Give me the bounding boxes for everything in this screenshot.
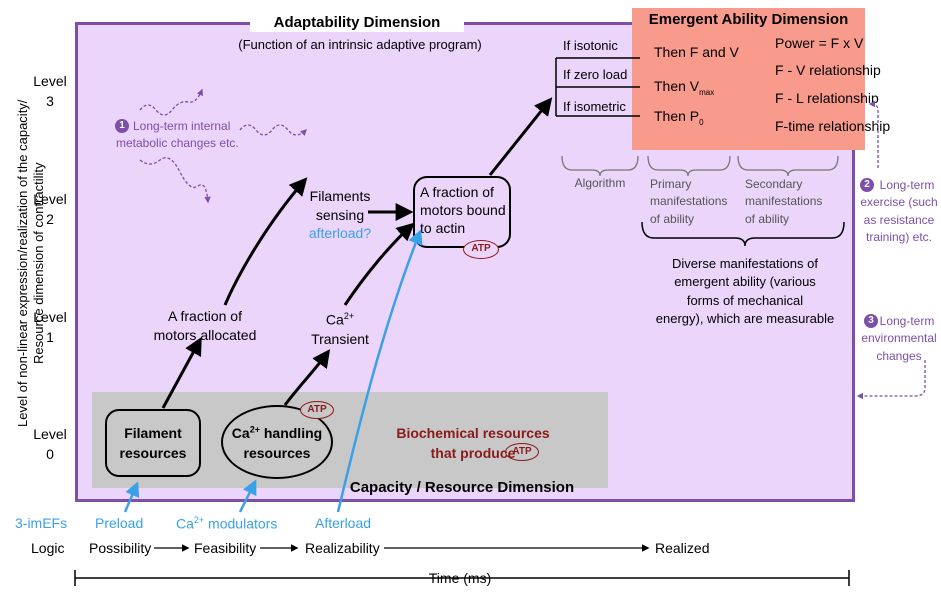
adaptation-2-number: 2 — [860, 178, 874, 192]
algorithm-branch — [555, 57, 640, 117]
arrow-filament-to-allocated — [161, 336, 202, 409]
arrow-transient-to-motors — [343, 222, 415, 306]
emergent-panel — [632, 8, 865, 150]
algorithm-bracket — [561, 155, 639, 177]
ca-modulators-label: Ca2+ modulators — [176, 515, 277, 532]
diverse-label: Diverse manifestations of emergent abili… — [655, 256, 835, 327]
imefs-label: 3-imEFs — [15, 515, 68, 531]
ca-handling-pre: Ca — [231, 425, 250, 441]
blue-arrow-afterload — [336, 229, 423, 513]
level-1: Level 1 — [33, 309, 67, 345]
ca-transient-post: Transient — [311, 330, 369, 347]
atp-badge-biochem: ATP — [505, 443, 539, 461]
then-v-text: Then V — [654, 78, 700, 94]
adaptation-1-text: Long-term internal metabolic changes etc… — [116, 119, 239, 151]
then-f-and-v: Then F and V — [654, 44, 739, 60]
emergent-fl: F - L relationship — [775, 90, 879, 106]
manifestations-bracket — [641, 221, 845, 247]
level-3: Level 3 — [33, 73, 67, 109]
ca-handling-sup: 2+ — [249, 424, 260, 435]
ca-transient-sup: 2+ — [343, 311, 355, 321]
emergent-fv: F - V relationship — [775, 62, 881, 78]
primary-label: Primary manifestations of ability — [650, 177, 728, 226]
ca-transient-pre: Ca — [325, 311, 344, 328]
ca-handling-post: handling resources — [243, 425, 323, 462]
level-0: Level 0 — [33, 426, 67, 462]
level-2: Level 2 — [33, 191, 67, 227]
logic-step-feasibility: Feasibility — [194, 540, 257, 556]
arrow-ca-handling-to-transient — [283, 349, 331, 406]
emergent-title: Emergent Ability Dimension — [648, 11, 849, 28]
adaptation-1-number: 1 — [115, 119, 129, 133]
atp-badge-ca: ATP — [300, 401, 334, 419]
emergent-ft: F-time relationship — [775, 118, 891, 134]
adaptation-3-number: 3 — [864, 314, 878, 328]
filament-resources-box — [105, 409, 201, 477]
blue-arrow-preload — [123, 481, 140, 513]
logic-label: Logic — [31, 540, 65, 556]
ca-handling-label: Ca2+ handling resources — [221, 423, 333, 464]
adaptability-title: Adaptability Dimension — [250, 14, 464, 32]
then-p-text: Then P — [654, 108, 700, 124]
filaments-sensing: Filaments sensing — [309, 188, 371, 223]
time-axis — [74, 570, 850, 586]
arrow-motors-to-algorithm — [488, 97, 553, 176]
logic-step-possibility: Possibility — [89, 540, 152, 556]
primary-bracket — [647, 155, 731, 177]
biochemical-label: Biochemical resources that produce — [396, 425, 550, 461]
if-isometric: If isometric — [563, 99, 626, 114]
fraction-allocated: A fraction of motors allocated — [153, 308, 257, 343]
dashed-arrow-3 — [856, 360, 926, 400]
logic-step-realized: Realized — [655, 540, 710, 556]
afterload-label: Afterload — [315, 515, 372, 531]
ca-mod-pre: Ca — [176, 515, 194, 532]
motors-bound-box — [413, 176, 511, 248]
then-v-sub: max — [699, 87, 715, 97]
emergent-power: Power = F x V — [775, 35, 864, 51]
wavy-arrow-2 — [239, 124, 307, 136]
then-p-sub: 0 — [699, 117, 704, 127]
adaptation-2-text: Long-term exercise (such as resistance t… — [860, 178, 938, 245]
logic-step-realizability: Realizability — [305, 540, 380, 556]
secondary-label: Secondary manifestations of ability — [745, 177, 823, 226]
if-isotonic: If isotonic — [563, 38, 618, 53]
if-zero-load: If zero load — [563, 67, 628, 82]
blue-arrow-ca-modulators — [238, 479, 257, 513]
adaptability-subtitle: (Function of an intrinsic adaptive progr… — [238, 37, 482, 52]
wavy-arrow-1 — [139, 88, 203, 116]
capacity-title: Capacity / Resource Dimension — [349, 479, 575, 496]
capacity-panel — [92, 392, 608, 488]
dashed-arrow-2 — [868, 100, 879, 168]
algorithm-label: Algorithm — [574, 176, 626, 190]
ca-mod-sup: 2+ — [193, 515, 205, 525]
afterload-question: afterload? — [308, 225, 372, 241]
ca-mod-post: modulators — [204, 515, 278, 532]
secondary-bracket — [737, 155, 839, 177]
then-vmax: Then Vmax — [654, 78, 714, 97]
adaptation-3-text: Long-term environmental changes — [861, 314, 937, 363]
preload-label: Preload — [95, 515, 144, 531]
atp-badge-motors: ATP — [463, 240, 499, 259]
ca-handling-ellipse — [221, 405, 333, 479]
arrow-allocated-to-sensing — [223, 177, 308, 306]
motors-bound-label: A fraction of motors bound to actin — [420, 184, 506, 237]
filament-resources-label: Filament resources — [119, 425, 187, 462]
ca-transient: Ca2+ Transient — [300, 310, 380, 348]
then-p0: Then P0 — [654, 108, 704, 127]
wavy-arrow-3 — [139, 157, 211, 204]
